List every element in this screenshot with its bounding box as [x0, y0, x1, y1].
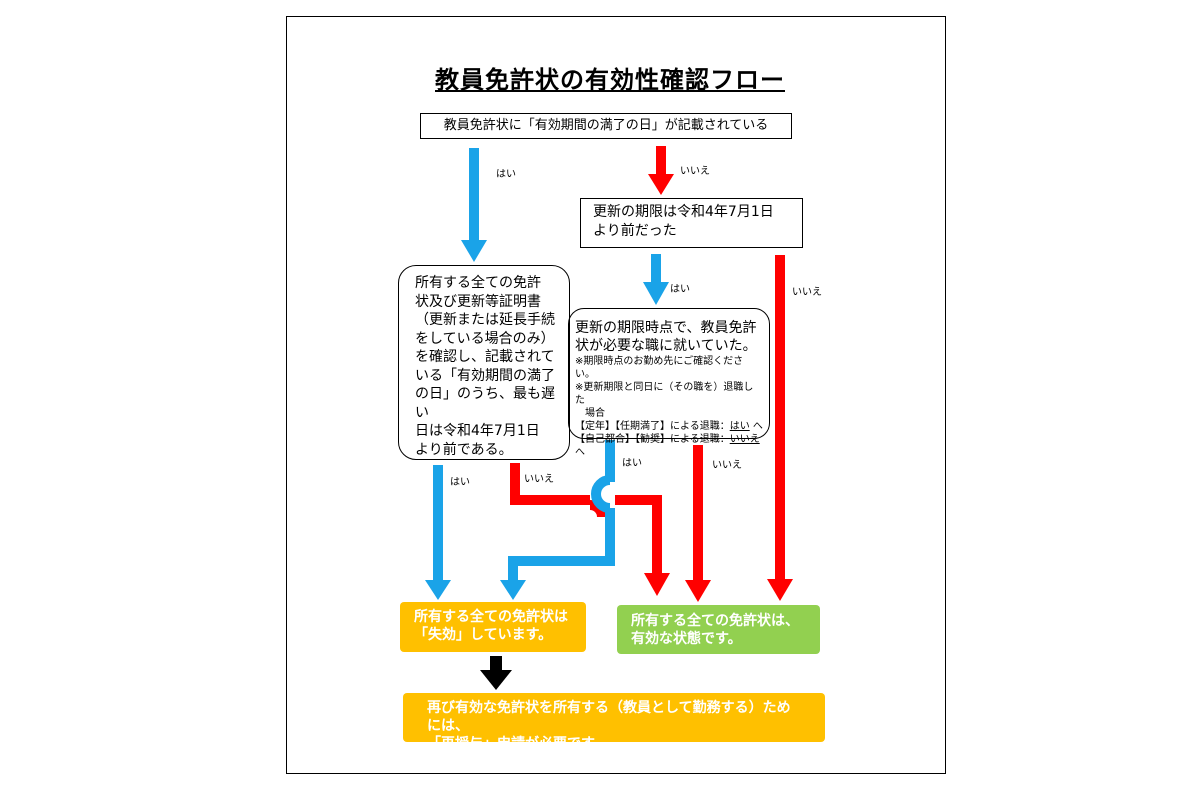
arrow-q4-no: [685, 445, 711, 602]
q4-note-3-pre: 【定年】【任期満了】による退職：: [575, 421, 730, 432]
q4-main-line-1: 更新の期限時点で、教員免許: [575, 320, 757, 336]
q3-line: 所有する全ての免許: [415, 275, 541, 291]
q3-line: を確認し、記載されて: [415, 349, 555, 365]
arrow-q4-yes: [500, 440, 615, 600]
result-regrant-line-1: 再び有効な免許状を所有する（教員として勤務する）ためには、: [427, 700, 791, 734]
label-q1-yes: はい: [496, 169, 516, 180]
q4-note-3-answer: はい: [729, 421, 750, 432]
question-latest-expiry: 所有する全ての免許 状及び更新等証明書 （更新または延長手続 をしている場合のみ…: [398, 265, 570, 460]
label-q3-no: いいえ: [524, 474, 554, 485]
label-q1-no: いいえ: [680, 166, 710, 177]
result-invalid-line-1: 所有する全ての免許状は: [414, 609, 568, 625]
arrow-q2-no: [767, 255, 793, 601]
label-q2-yes: はい: [670, 284, 690, 295]
q3-line: （更新または延長手続: [415, 312, 555, 328]
question-employed-at-deadline: 更新の期限時点で、教員免許 状が必要な職に就いていた。 ※期限時点のお勤め先にご…: [568, 308, 770, 458]
arrow-q3-yes: [425, 465, 451, 600]
q3-line: 日は令和4年7月1日: [415, 423, 540, 439]
result-valid: 所有する全ての免許状は、 有効な状態です。: [617, 605, 820, 654]
result-invalid: 所有する全ての免許状は 「失効」しています。: [400, 602, 586, 652]
arrow-to-regrant: [480, 656, 512, 690]
q4-main-line-2: 状が必要な職に就いていた。: [575, 338, 757, 354]
label-q4-no: いいえ: [712, 460, 742, 471]
q3-line: 状及び更新等証明書: [415, 293, 541, 310]
q3-line: をしている場合のみ）: [415, 330, 555, 347]
q2-line-1: 更新の期限は令和4年7月1日: [593, 204, 774, 220]
label-q2-no: いいえ: [792, 287, 822, 298]
q4-note-4-answer: いいえ: [729, 434, 760, 445]
q4-note-4: 【自己都合】【勧奨】による退職：いいえ へ: [575, 433, 763, 459]
q3-line: より前である。: [415, 441, 513, 458]
q3-line: いる「有効期間の満了: [415, 367, 555, 384]
q3-line: の日」のうち、最も遅い: [415, 386, 555, 421]
q4-note-4-pre: 【自己都合】【勧奨】による退職：: [575, 434, 730, 445]
result-valid-line-1: 所有する全ての免許状は、: [631, 613, 799, 629]
page-title: 教員免許状の有効性確認フロー: [435, 66, 785, 94]
question-expiry-date-listed: 教員免許状に「有効期間の満了の日」が記載されている: [420, 113, 792, 139]
q4-note-1: ※期限時点のお勤め先にご確認ください。: [575, 356, 744, 380]
page-frame: [286, 16, 946, 774]
result-valid-line-2: 有効な状態です。: [631, 631, 742, 647]
label-q4-yes: はい: [622, 458, 642, 469]
label-q3-yes: はい: [450, 477, 470, 488]
q4-note-3-post: へ: [749, 421, 763, 432]
arrow-q1-no: [648, 146, 674, 195]
q4-note-3: 【定年】【任期満了】による退職：はい へ: [575, 420, 763, 433]
arrow-q2-yes: [643, 254, 669, 305]
question-renewal-deadline: 更新の期限は令和4年7月1日 より前だった: [580, 198, 803, 248]
arrow-q1-yes: [461, 148, 487, 262]
q2-line-2: より前だった: [593, 223, 677, 239]
result-regrant: 再び有効な免許状を所有する（教員として勤務する）ためには、 「再授与」申請が必要…: [403, 693, 825, 752]
q4-note-2a: ※更新期限と同日に（その職を）退職した: [575, 382, 754, 406]
result-invalid-line-2: 「失効」しています。: [414, 627, 553, 643]
result-regrant-line-2: 「再授与」申請が必要です。: [427, 736, 608, 752]
q4-note-2b: 場合: [585, 408, 605, 419]
q4-note-4-post: へ: [575, 447, 585, 458]
